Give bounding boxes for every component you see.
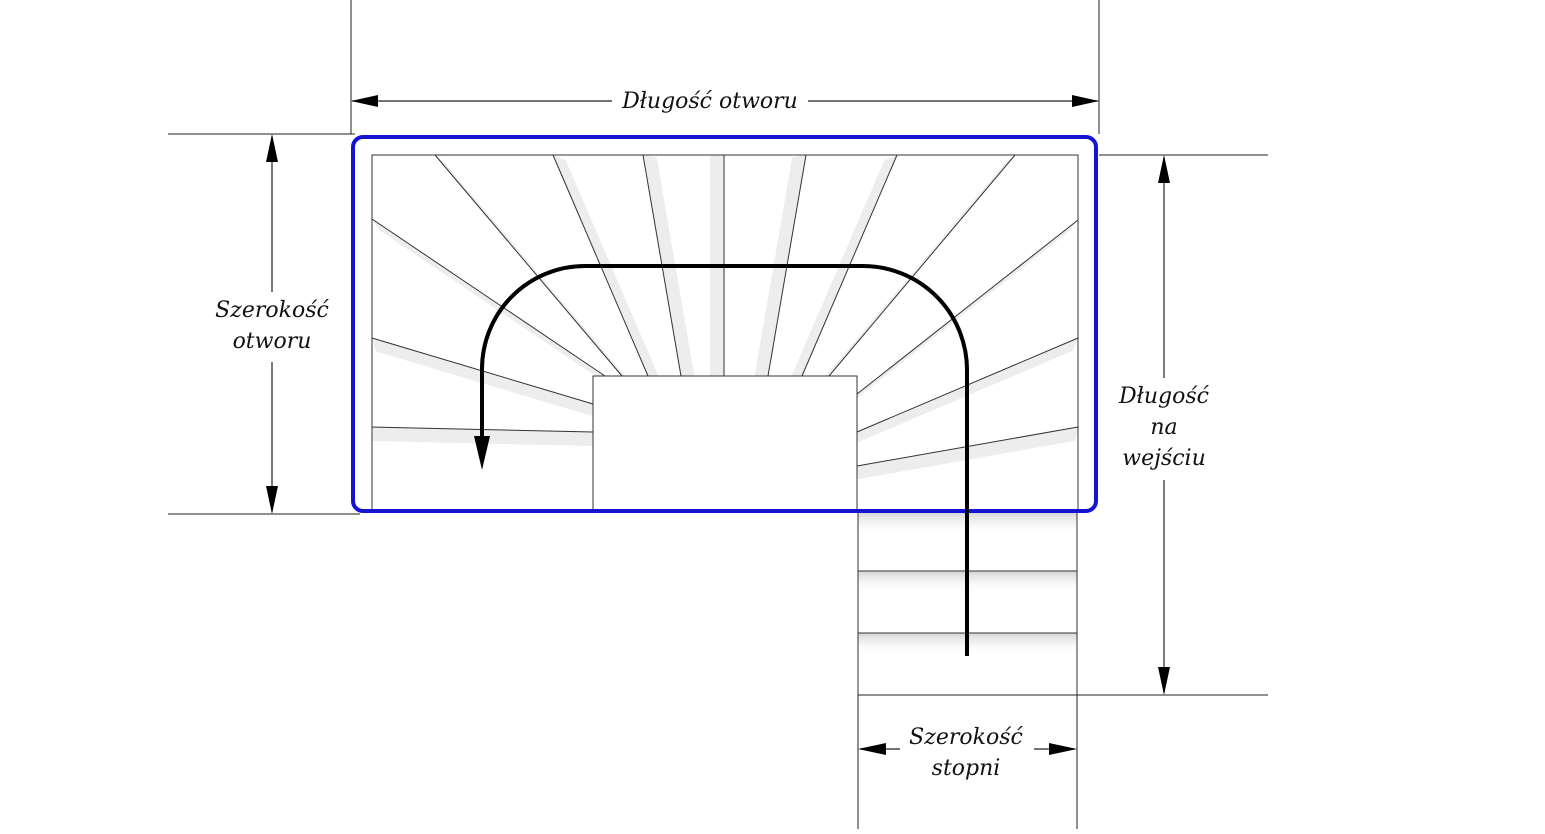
- tread-shade: [372, 219, 613, 388]
- walking-line: [480, 264, 970, 656]
- step-width-label: Szerokość stopni: [902, 722, 1030, 784]
- tread-shade: [553, 155, 661, 382]
- entry-length-text-line1: Długość: [1119, 384, 1209, 409]
- arrowhead-left-icon: [351, 95, 378, 107]
- walk-direction-arrow-icon: [474, 436, 490, 470]
- tread-shade: [818, 155, 1015, 386]
- arrowhead-up-icon: [266, 134, 278, 162]
- arrowhead-left-icon: [858, 743, 886, 755]
- tread-line: [371, 218, 606, 377]
- entry-length-text-line2: na: [1150, 415, 1178, 440]
- entry-length-label: Długość na wejściu: [1110, 381, 1218, 474]
- tread-shade: [851, 338, 1078, 445]
- tread-shade: [848, 220, 1078, 405]
- tread-shade: [372, 338, 598, 418]
- tread-shade: [435, 155, 633, 386]
- tread-shade: [789, 155, 897, 382]
- tread-line: [856, 219, 1079, 395]
- arrowhead-down-icon: [266, 486, 278, 514]
- step-width-text-line2: stopni: [931, 756, 1001, 781]
- tread-line: [434, 154, 623, 377]
- opening-width-text-line2: otworu: [232, 329, 312, 354]
- entry-length-text-line3: wejściu: [1122, 446, 1206, 471]
- opening-length-label: Długość otworu: [615, 86, 805, 117]
- dimension-arrowheads: [266, 95, 1170, 755]
- opening-width-label: Szerokość otworu: [205, 295, 339, 357]
- opening-length-text: Długość otworu: [622, 89, 798, 114]
- stair-outline: [371, 154, 1079, 695]
- tread-line: [828, 154, 1016, 377]
- arrowhead-right-icon: [1049, 743, 1077, 755]
- arrowhead-down-icon: [1158, 667, 1170, 695]
- step-width-text-line1: Szerokość: [909, 725, 1023, 750]
- arrowhead-up-icon: [1158, 155, 1170, 183]
- opening-width-text-line1: Szerokość: [215, 298, 329, 323]
- stair-opening-outline: [351, 135, 1098, 513]
- arrowhead-right-icon: [1072, 95, 1099, 107]
